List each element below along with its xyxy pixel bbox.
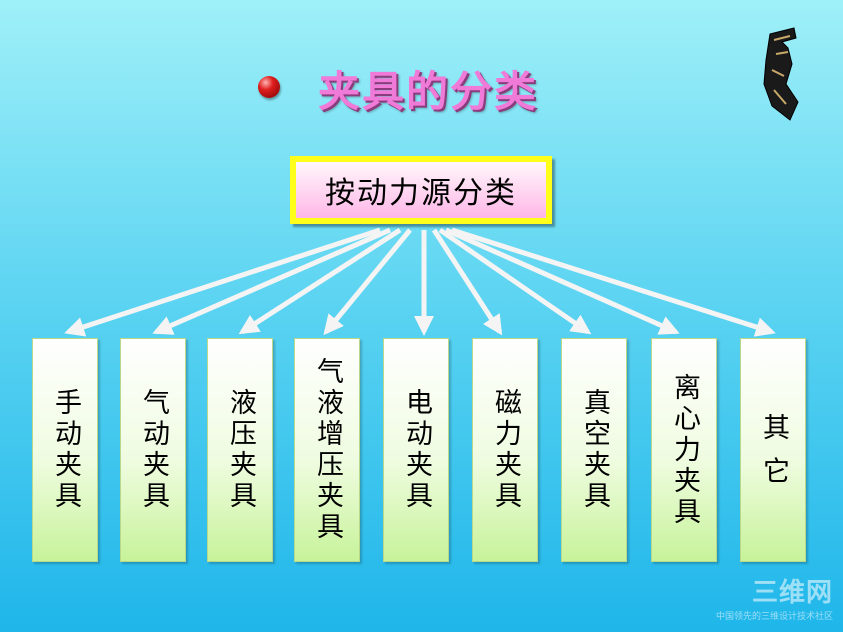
leaf-box-electric: 电动夹具 (383, 338, 449, 562)
leaf-box-pneumatic: 气动夹具 (120, 338, 186, 562)
watermark-main: 三维网 (751, 578, 833, 608)
leaf-box-pneumo-hydraulic: 气液增压夹具 (294, 338, 360, 562)
leaf-label: 磁力夹具 (490, 388, 521, 512)
page-title: 夹具的分类 (318, 67, 539, 116)
leaf-label: 液压夹具 (225, 388, 256, 512)
leaf-label: 气动夹具 (138, 388, 169, 512)
watermark-sub: 中国领先的三维设计技术社区 (715, 612, 833, 622)
arrow-to-leaf-7 (438, 227, 592, 335)
leaf-box-centrifugal: 离心力夹具 (651, 338, 717, 562)
bullet-icon (258, 76, 280, 98)
arrow-to-leaf-3 (238, 227, 402, 335)
leaf-label: 电动夹具 (401, 388, 432, 512)
leaf-label: 气液增压夹具 (312, 357, 343, 543)
leaf-label: 手动夹具 (50, 388, 81, 512)
arrow-to-leaf-2 (152, 227, 391, 335)
arrow-to-leaf-6 (431, 228, 503, 336)
leaf-box-manual: 手动夹具 (32, 338, 98, 562)
arrow-to-leaf-1 (64, 227, 381, 337)
leaf-box-magnetic: 磁力夹具 (472, 338, 538, 562)
leaf-box-hydraulic: 液压夹具 (207, 338, 273, 562)
leaf-label: 其 它 (758, 412, 789, 488)
arrow-to-leaf-9 (451, 227, 776, 337)
pointing-hand-icon (763, 27, 799, 121)
leaf-box-vacuum: 真空夹具 (561, 338, 627, 562)
root-category-box: 按动力源分类 (290, 156, 552, 224)
leaf-box-other: 其 它 (740, 338, 806, 562)
leaf-label: 离心力夹具 (669, 372, 700, 528)
root-category-label: 按动力源分类 (325, 176, 517, 211)
watermark: 三维网 中国领先的三维设计技术社区 (716, 572, 833, 622)
arrow-to-leaf-8 (444, 227, 680, 335)
leaf-label: 真空夹具 (579, 388, 610, 512)
arrow-to-leaf-4 (323, 228, 412, 336)
